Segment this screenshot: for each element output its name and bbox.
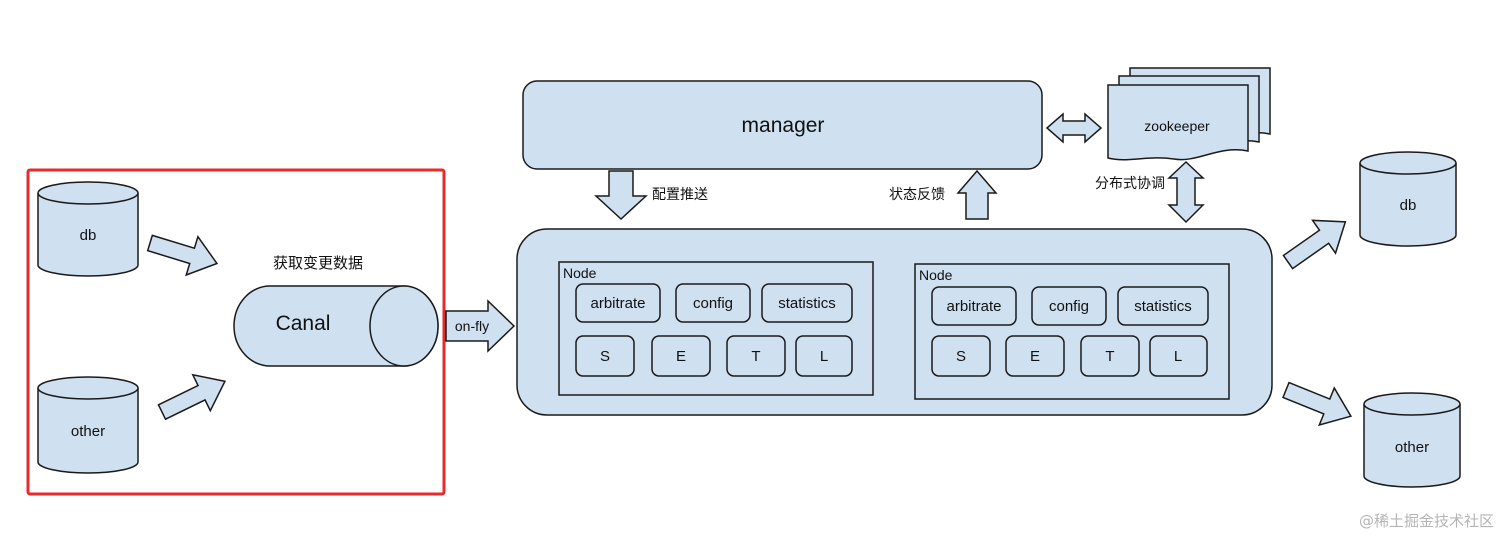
node-2-arbitrate-module (931, 286, 1017, 326)
target-other-label: other (1395, 439, 1429, 456)
node-2: Node arbitrate config statistics S E T L (914, 263, 1230, 400)
zookeeper-node-arrow (1167, 160, 1205, 224)
node-2-stage-e (1005, 335, 1065, 377)
node-1-config-module (675, 283, 751, 323)
source-highlight-frame (26, 168, 446, 496)
node-to-target-other-arrow (1282, 381, 1353, 427)
node-1-stage-l (795, 335, 853, 377)
node-1: Node arbitrate config statistics S E T L (558, 261, 874, 396)
node-2-stage-s (931, 335, 991, 377)
coordination-label: 分布式协调 (1095, 176, 1165, 192)
db-to-canal-arrow (146, 234, 219, 277)
node-2-statistics-label: statistics (1134, 298, 1192, 315)
node-2-stage-l (1149, 335, 1208, 377)
node-2-stage-e-label: E (1030, 348, 1040, 365)
node-2-stage-t (1080, 335, 1140, 377)
node-2-config-label: config (1049, 298, 1089, 315)
node-1-arbitrate-label: arbitrate (590, 295, 645, 312)
node-1-stage-s-label: S (600, 348, 610, 365)
node-to-target-db-arrow (1282, 219, 1347, 270)
manager-zookeeper-arrow (1045, 112, 1103, 144)
capture-changes-label: 获取变更数据 (273, 254, 363, 272)
node-1-stage-s (575, 335, 635, 377)
watermark-text: @稀土掘金技术社区 (1359, 512, 1494, 530)
on-fly-label: on-fly (455, 318, 489, 334)
node-1-stage-e-label: E (676, 348, 686, 365)
node-1-statistics-module (761, 283, 853, 323)
source-db-label: db (80, 227, 97, 244)
node-2-stage-s-label: S (956, 348, 966, 365)
zookeeper-label: zookeeper (1144, 118, 1210, 134)
canal-label: Canal (276, 312, 331, 335)
node-1-stage-e (651, 335, 711, 377)
node-1-statistics-label: statistics (778, 295, 836, 312)
config-push-arrow (594, 170, 648, 221)
on-fly-arrow (445, 299, 516, 353)
node-2-statistics-module (1117, 286, 1209, 326)
source-other-label: other (71, 423, 105, 440)
node-1-config-label: config (693, 295, 733, 312)
node-2-stage-t-label: T (1105, 348, 1114, 365)
status-feedback-arrow (956, 169, 998, 220)
node-1-stage-t-label: T (751, 348, 760, 365)
manager-label: manager (742, 114, 825, 137)
node-2-stage-l-label: L (1174, 348, 1182, 365)
node-2-title: Node (919, 267, 953, 283)
target-other-cylinder: other (1363, 392, 1461, 488)
node-1-stage-l-label: L (820, 348, 828, 365)
other-to-canal-arrow (157, 373, 227, 421)
node-1-arbitrate-module (575, 283, 661, 323)
target-db-label: db (1400, 197, 1417, 214)
config-push-label: 配置推送 (652, 187, 708, 203)
source-other-cylinder: other (37, 376, 139, 474)
status-feedback-label: 状态反馈 (889, 187, 945, 203)
node-1-title: Node (563, 265, 597, 281)
node-2-frame (914, 263, 1230, 400)
canal-cylinder: Canal (233, 285, 439, 367)
source-db-cylinder: db (37, 181, 139, 277)
target-db-cylinder: db (1359, 151, 1457, 247)
manager-box (522, 80, 1043, 170)
node-2-arbitrate-label: arbitrate (946, 298, 1001, 315)
zookeeper-stack: zookeeper (1107, 67, 1271, 161)
node-2-config-module (1031, 286, 1107, 326)
node-1-stage-t (726, 335, 786, 377)
